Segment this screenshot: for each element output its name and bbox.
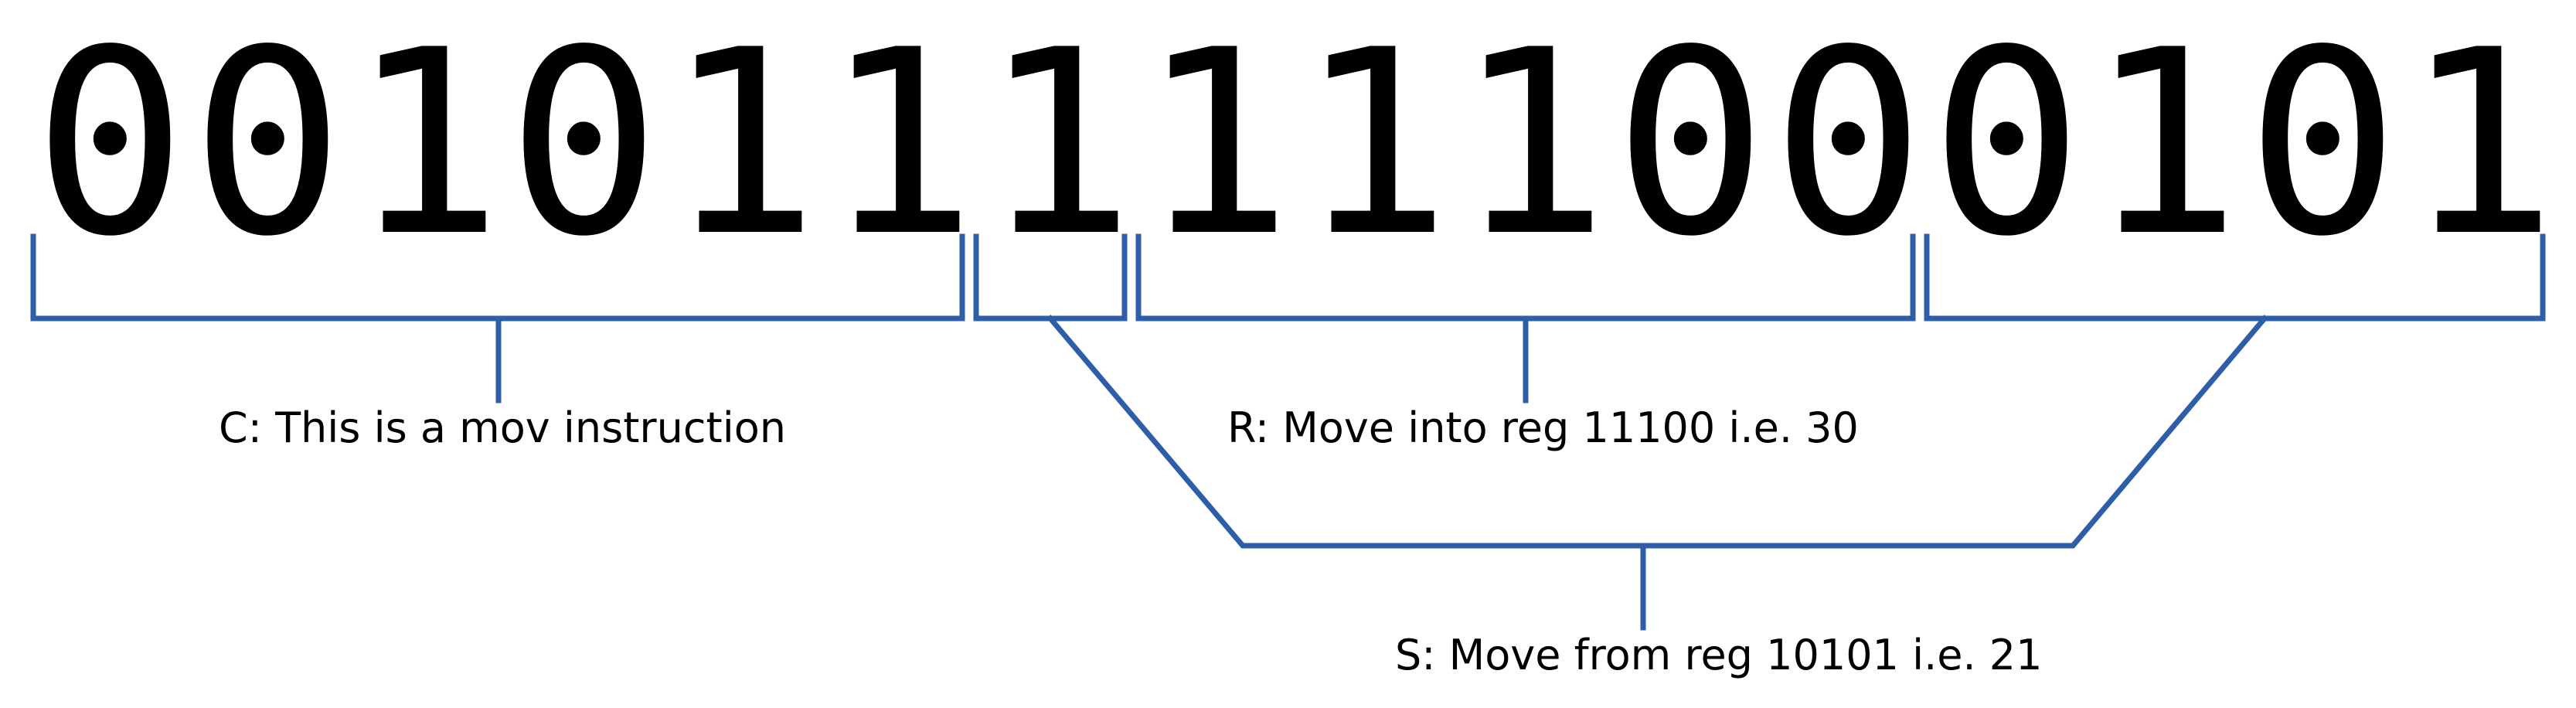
bit-digit: 1 [1298, 0, 1451, 292]
bit-digit: 1 [1139, 0, 1293, 292]
bit-digit: 0 [1614, 0, 1768, 292]
bit-digit: 1 [823, 0, 977, 292]
bit-digit: 0 [2246, 0, 2400, 292]
bit-digit: 0 [1930, 0, 2084, 292]
bit-digit: 1 [982, 0, 1135, 292]
bit-digit: 0 [191, 0, 345, 292]
s-field-label: S: Move from reg 10101 i.e. 21 [1395, 631, 2043, 679]
bit-digit: 1 [2404, 0, 2557, 292]
s-field-connector [1046, 315, 2268, 631]
s-field-bracket-right [1924, 233, 2546, 322]
c-field-bracket [30, 233, 965, 403]
bit-digit: 1 [1455, 0, 1609, 292]
bit-digit: 0 [507, 0, 661, 292]
bit-digit: 1 [349, 0, 503, 292]
bit-digit: 1 [665, 0, 819, 292]
r-field-bracket [1135, 233, 1916, 403]
binary-digits-row: 0 0 1 0 1 1 1 1 1 1 0 0 0 1 0 1 [33, 0, 2557, 292]
c-field-label: C: This is a mov instruction [219, 403, 786, 452]
bit-digit: 1 [2088, 0, 2241, 292]
bit-digit: 0 [33, 0, 187, 292]
bit-digit: 0 [1771, 0, 1925, 292]
r-field-label: R: Move into reg 11100 i.e. 30 [1227, 403, 1859, 452]
